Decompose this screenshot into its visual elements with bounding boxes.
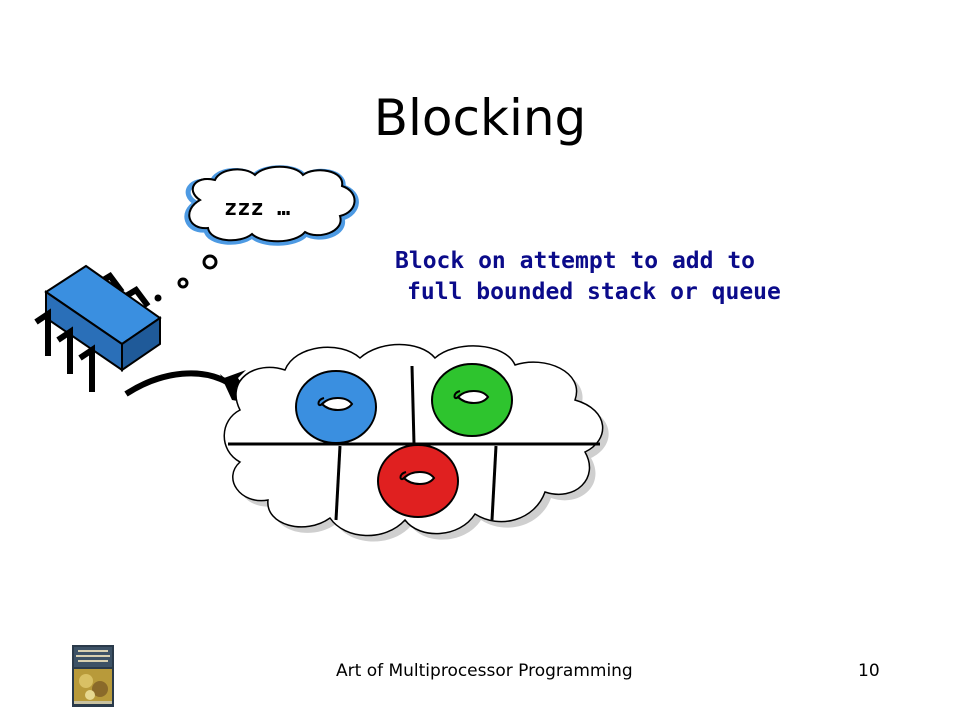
thought-bubble-text: zzz … xyxy=(224,196,291,221)
processor-chip-icon xyxy=(34,264,162,392)
thought-dots xyxy=(154,254,218,302)
caption-line-2: full bounded stack or queue xyxy=(407,279,781,305)
donut-icon xyxy=(377,444,459,518)
donut-icon xyxy=(295,370,377,444)
arrow-icon xyxy=(124,370,254,404)
book-cover-icon xyxy=(72,645,114,707)
caption: Block on attempt to add to full bounded … xyxy=(395,246,855,308)
donut-icon xyxy=(431,363,513,437)
slide-title: Blocking xyxy=(373,89,587,147)
footer-text: Art of Multiprocessor Programming xyxy=(336,661,633,681)
thought-bubble-icon xyxy=(184,165,359,246)
caption-line-1: Block on attempt to add to xyxy=(395,248,756,274)
page-number: 10 xyxy=(858,661,880,681)
